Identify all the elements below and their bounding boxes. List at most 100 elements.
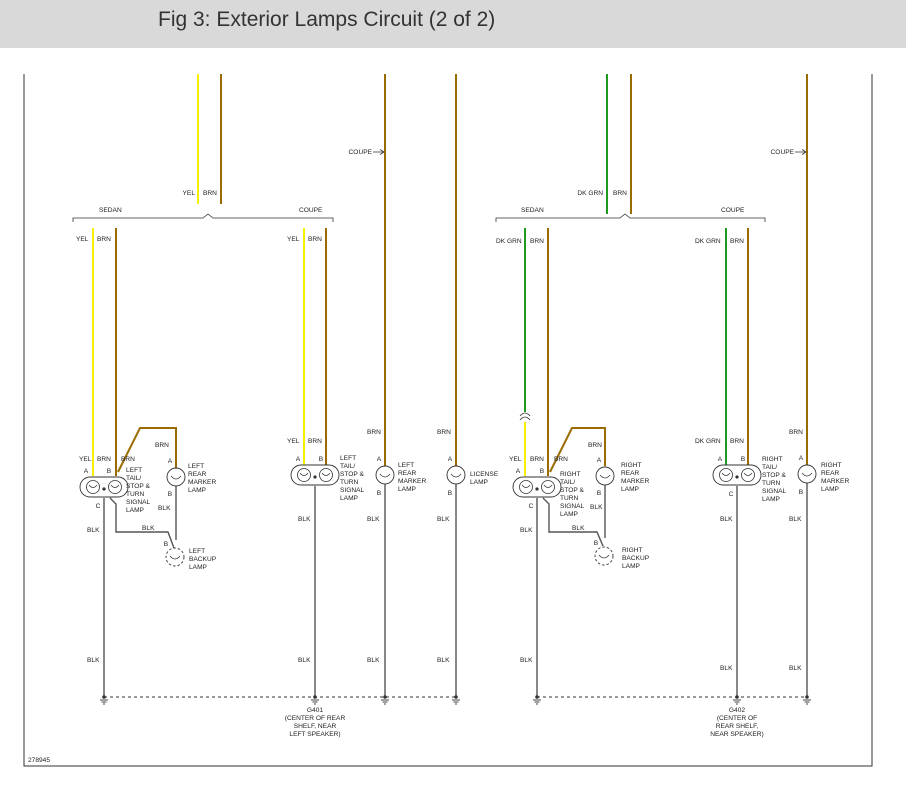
license-lamp: A B LICENSE LAMP xyxy=(446,456,499,497)
diagram-frame xyxy=(23,74,873,767)
svg-text:STOP &: STOP & xyxy=(762,472,787,479)
svg-text:MARKER: MARKER xyxy=(821,478,849,485)
label-brn-left-tail: BRN xyxy=(97,456,111,463)
label-brn-left-coupe: BRN xyxy=(308,236,322,243)
svg-text:(CENTER OF: (CENTER OF xyxy=(717,715,757,722)
label-blk-license-1: BLK xyxy=(437,516,450,523)
label-brn-top-left: BRN xyxy=(203,190,217,197)
left-marker-lamp-coupe: A B LEFT REAR MARKER LAMP xyxy=(375,456,426,497)
label-coupe-arrow-left: COUPE xyxy=(349,149,373,156)
svg-text:TAIL/: TAIL/ xyxy=(762,464,777,471)
label-brn-top-right: BRN xyxy=(613,190,627,197)
label-brn-right-coupe-tail: BRN xyxy=(730,438,744,445)
label-dkgrn-right-sedan: DK GRN xyxy=(496,238,522,245)
svg-text:RIGHT: RIGHT xyxy=(762,456,783,463)
label-blk-right-coupe-marker-2: BLK xyxy=(789,665,802,672)
svg-text:LEFT: LEFT xyxy=(189,548,205,555)
ground-symbol xyxy=(802,699,812,705)
label-yel-top-left: YEL xyxy=(183,190,196,197)
right-marker-lamp-sedan: A B RIGHT REAR MARKER LAMP xyxy=(595,457,649,497)
label-blk-left-coupe-marker-1: BLK xyxy=(367,516,380,523)
label-brn-right-tail: BRN xyxy=(530,456,544,463)
svg-text:REAR: REAR xyxy=(398,470,417,477)
svg-text:RIGHT: RIGHT xyxy=(621,462,642,469)
svg-text:B: B xyxy=(594,540,599,547)
label-brn-left-tail-b: BRN xyxy=(121,456,135,463)
wire-brn-right-marker-jumper xyxy=(549,427,606,473)
title-bar: Fig 3: Exterior Lamps Circuit (2 of 2) xyxy=(0,0,906,48)
svg-text:STOP &: STOP & xyxy=(126,483,151,490)
svg-text:TURN: TURN xyxy=(762,480,781,487)
svg-text:G402: G402 xyxy=(729,707,745,714)
svg-text:BACKUP: BACKUP xyxy=(622,555,650,562)
svg-text:LEFT SPEAKER): LEFT SPEAKER) xyxy=(289,731,340,738)
svg-text:LAMP: LAMP xyxy=(188,487,207,494)
svg-text:A: A xyxy=(516,468,521,475)
label-brn-right-marker: BRN xyxy=(588,442,602,449)
label-blk-right-sedan-1: BLK xyxy=(520,527,533,534)
svg-text:B: B xyxy=(377,490,382,497)
arrow-coupe-left xyxy=(373,149,385,155)
right-backup-lamp: B RIGHT BACKUP LAMP xyxy=(594,540,650,570)
svg-text:A: A xyxy=(296,456,301,463)
ground-symbol xyxy=(532,699,542,705)
svg-text:(CENTER OF REAR: (CENTER OF REAR xyxy=(285,715,346,722)
svg-text:LEFT: LEFT xyxy=(340,455,356,462)
label-brn-right-coupe: BRN xyxy=(730,238,744,245)
svg-text:LEFT: LEFT xyxy=(188,463,204,470)
label-brn-left-sedan: BRN xyxy=(97,236,111,243)
svg-text:C: C xyxy=(529,503,534,510)
label-yel-left-tail: YEL xyxy=(79,456,92,463)
svg-text:TAIL/: TAIL/ xyxy=(126,475,141,482)
svg-text:RIGHT: RIGHT xyxy=(821,462,842,469)
label-blk-right-coupe-marker-1: BLK xyxy=(789,516,802,523)
label-yel-right-tail: YEL xyxy=(509,456,522,463)
svg-text:A: A xyxy=(799,455,804,462)
svg-text:C: C xyxy=(96,503,101,510)
svg-text:LAMP: LAMP xyxy=(398,486,417,493)
svg-text:MARKER: MARKER xyxy=(398,478,426,485)
label-brn-left-coupe-marker: BRN xyxy=(367,429,381,436)
svg-text:LAMP: LAMP xyxy=(560,511,579,518)
label-blk-left-coupe-1: BLK xyxy=(298,516,311,523)
svg-text:SIGNAL: SIGNAL xyxy=(560,503,585,510)
svg-text:RIGHT: RIGHT xyxy=(622,547,643,554)
svg-text:LICENSE: LICENSE xyxy=(470,471,499,478)
svg-text:LAMP: LAMP xyxy=(126,507,145,514)
ground-g402-label: G402 (CENTER OF REAR SHELF, NEAR SPEAKER… xyxy=(710,707,764,738)
label-brn-left-coupe-tail: BRN xyxy=(308,438,322,445)
svg-text:TAIL/: TAIL/ xyxy=(560,479,575,486)
label-brn-left-marker: BRN xyxy=(155,442,169,449)
figure-id: 278945 xyxy=(28,757,50,764)
label-blk-right-coupe-1: BLK xyxy=(720,516,733,523)
svg-text:STOP &: STOP & xyxy=(340,471,365,478)
svg-text:LAMP: LAMP xyxy=(621,486,640,493)
svg-text:SHELF, NEAR: SHELF, NEAR xyxy=(294,723,337,730)
label-brn-right-sedan: BRN xyxy=(530,238,544,245)
svg-text:REAR: REAR xyxy=(621,470,640,477)
label-blk-left-coupe-2: BLK xyxy=(298,657,311,664)
svg-text:LAMP: LAMP xyxy=(340,495,359,502)
svg-text:LAMP: LAMP xyxy=(762,496,781,503)
svg-text:C: C xyxy=(729,491,734,498)
label-blk-right-backup: BLK xyxy=(572,525,585,532)
svg-text:A: A xyxy=(377,456,382,463)
label-dkgrn-right-coupe-tail: DK GRN xyxy=(695,438,721,445)
svg-text:A: A xyxy=(597,457,602,464)
svg-text:RIGHT: RIGHT xyxy=(560,471,581,478)
label-brn-right-coupe-marker: BRN xyxy=(789,429,803,436)
wire-brn-left-marker-jumper xyxy=(117,427,177,473)
svg-text:LAMP: LAMP xyxy=(189,564,208,571)
page-title: Fig 3: Exterior Lamps Circuit (2 of 2) xyxy=(158,8,496,31)
label-yel-left-coupe: YEL xyxy=(287,236,300,243)
label-blk-left-sedan-2: BLK xyxy=(87,657,100,664)
label-dkgrn-right-coupe: DK GRN xyxy=(695,238,721,245)
svg-text:A: A xyxy=(718,456,723,463)
svg-text:B: B xyxy=(540,468,545,475)
left-tail-lamp-sedan: A B C LEFT TAIL/ STOP & TURN SIGNAL LAMP xyxy=(79,467,151,514)
ground-symbol xyxy=(380,699,390,705)
left-backup-lamp: B LEFT BACKUP LAMP xyxy=(164,541,217,571)
svg-text:TURN: TURN xyxy=(340,479,359,486)
label-blk-right-marker: BLK xyxy=(590,504,603,511)
